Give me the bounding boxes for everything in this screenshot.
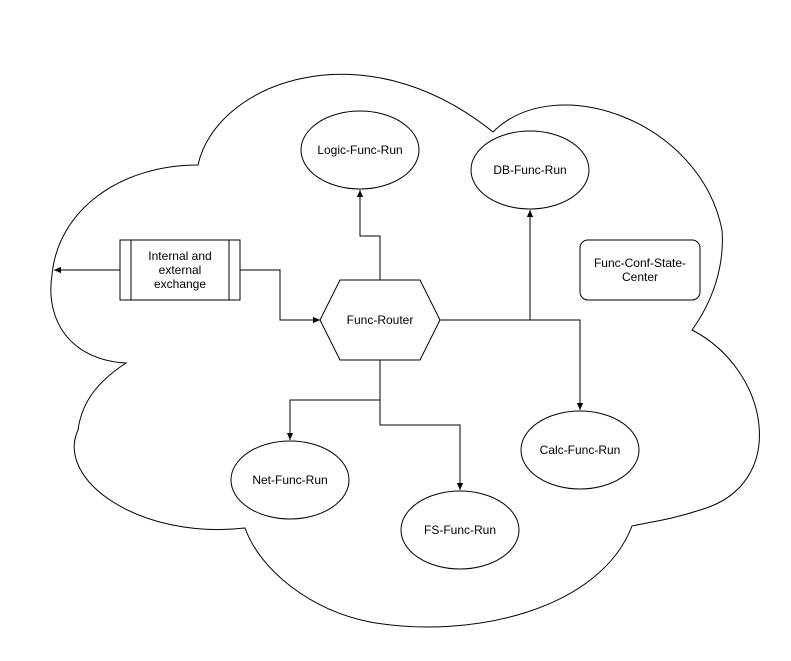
calc-func-run-label: Calc-Func-Run bbox=[539, 443, 621, 457]
fs-func-run-node[interactable] bbox=[400, 490, 520, 570]
logic-func-run-node[interactable] bbox=[300, 110, 420, 190]
edge-router-to-calc bbox=[530, 319, 584, 410]
edge-router-to-fs bbox=[379, 400, 464, 490]
calc-func-run-node[interactable] bbox=[520, 410, 640, 490]
net-func-run-label: Net-Func-Run bbox=[252, 473, 328, 487]
edge-exchange-to-router bbox=[240, 269, 320, 324]
exchange-label: Internal and external exchange bbox=[148, 249, 212, 291]
func-conf-state-center-node[interactable] bbox=[579, 239, 701, 301]
func-conf-state-center-label: Func-Conf-State-Center bbox=[593, 256, 687, 284]
db-func-run-label: DB-Func-Run bbox=[493, 163, 567, 177]
fs-func-run-label: FS-Func-Run bbox=[423, 523, 497, 537]
net-func-run-node[interactable] bbox=[230, 440, 350, 520]
edge-router-to-net bbox=[286, 360, 381, 440]
func-router-label: Func-Router bbox=[346, 313, 414, 327]
db-func-run-node[interactable] bbox=[470, 130, 590, 210]
logic-func-run-label: Logic-Func-Run bbox=[317, 143, 403, 157]
edge-router-to-logic bbox=[356, 190, 381, 280]
exchange-process-node[interactable] bbox=[119, 239, 241, 301]
